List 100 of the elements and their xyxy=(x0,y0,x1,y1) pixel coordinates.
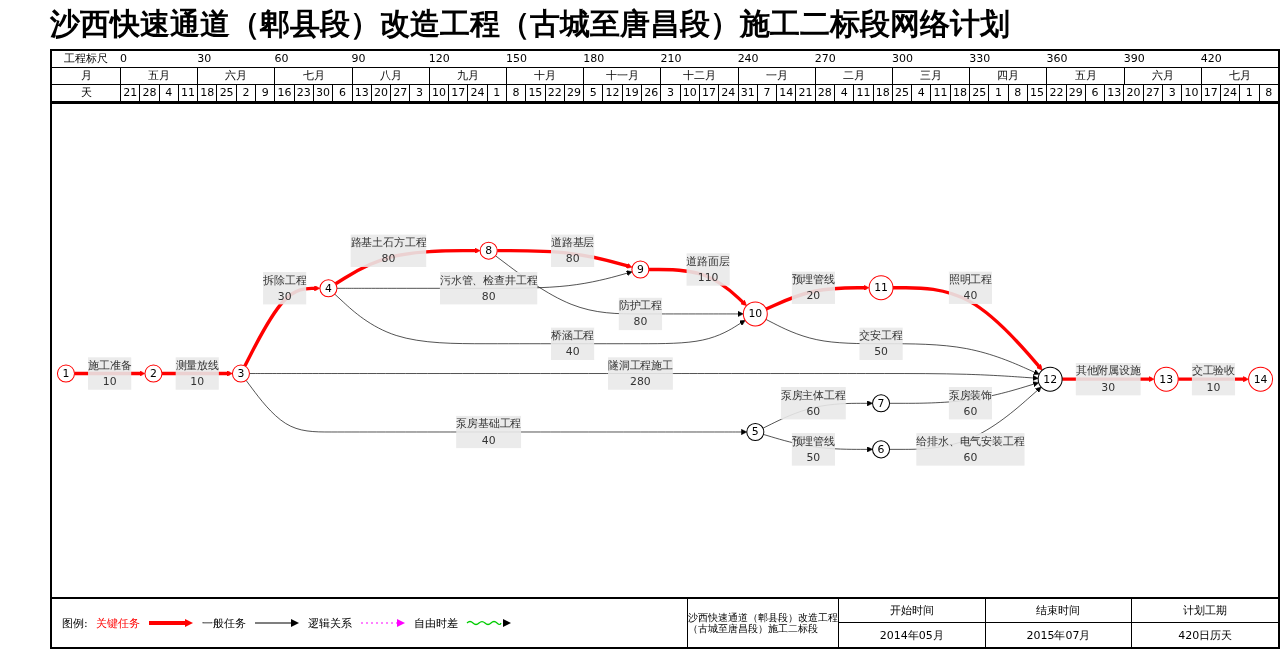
day-header: 11 xyxy=(930,85,950,101)
node-circle: 3 xyxy=(231,364,250,384)
month-header: 三月 xyxy=(892,68,970,84)
day-header: 4 xyxy=(158,85,178,101)
day-header: 11 xyxy=(177,85,198,101)
edge-label: 泵房主体工程 60 xyxy=(780,388,846,419)
table-value: 2015年07月 xyxy=(984,623,1132,647)
day-header: 5 xyxy=(583,85,603,101)
edge-label: 桥涵工程 40 xyxy=(550,329,595,359)
day-header: 22 xyxy=(544,85,564,101)
legend-label: 自由时差 xyxy=(413,615,458,631)
day-header: 3 xyxy=(1162,85,1182,101)
day-header: 29 xyxy=(1065,85,1085,101)
edge-label: 拆除工程 30 xyxy=(263,273,307,304)
day-header: 27 xyxy=(390,85,410,101)
month-header: 七月 xyxy=(274,68,352,84)
row-header: 工程标尺 xyxy=(63,51,109,67)
legend-label: 逻辑关系 xyxy=(307,615,352,631)
day-header: 17 xyxy=(698,85,719,101)
day-header: 3 xyxy=(660,85,680,101)
edge-label: 泵房装饰 60 xyxy=(948,388,993,419)
column-header: 开始时间 xyxy=(838,599,985,623)
day-header: 10 xyxy=(428,85,449,101)
scale-tick: 360 xyxy=(1046,51,1069,67)
month-header: 十一月 xyxy=(583,68,661,84)
day-header: 24 xyxy=(718,85,738,101)
day-header: 4 xyxy=(911,85,931,101)
node-circle: 4 xyxy=(319,279,338,298)
day-header: 29 xyxy=(563,85,584,101)
column-header: 结束时间 xyxy=(984,599,1132,623)
project-name: 沙西快速通道（郫县段）改造工程（古城至唐昌段）施工二标段 xyxy=(688,611,838,636)
edge-label: 污水管、检查井工程 80 xyxy=(439,273,538,304)
month-header: 六月 xyxy=(197,68,275,84)
day-header: 27 xyxy=(1142,85,1163,101)
day-header: 25 xyxy=(891,85,912,101)
day-header: 21 xyxy=(120,85,140,101)
edge-label: 隧洞工程施工 280 xyxy=(607,359,673,389)
day-header: 20 xyxy=(370,85,391,101)
legend-label: 一般任务 xyxy=(201,615,246,631)
node-circle: 8 xyxy=(479,242,498,261)
edge-label: 其他附属设施 30 xyxy=(1075,364,1141,394)
day-header: 18 xyxy=(872,85,892,101)
day-header: 7 xyxy=(756,85,777,101)
day-header: 8 xyxy=(505,85,526,101)
day-header: 1 xyxy=(1239,85,1259,101)
month-header: 八月 xyxy=(351,68,429,84)
table-value: 420日历天 xyxy=(1131,623,1278,647)
day-header: 28 xyxy=(814,85,834,101)
month-header: 四月 xyxy=(969,68,1047,84)
month-header: 七月 xyxy=(1200,68,1279,84)
day-header: 2 xyxy=(235,85,256,101)
scale-tick: 330 xyxy=(969,51,992,67)
node-circle: 1 xyxy=(56,364,75,384)
month-header: 十月 xyxy=(506,68,584,84)
day-header: 17 xyxy=(448,85,468,101)
day-header: 28 xyxy=(139,85,159,101)
day-header: 13 xyxy=(1104,85,1124,101)
month-header: 五月 xyxy=(120,68,198,84)
node-circle: 10 xyxy=(742,301,768,327)
scale-tick: 60 xyxy=(274,51,290,67)
day-header: 19 xyxy=(621,85,641,101)
month-header: 六月 xyxy=(1123,68,1201,84)
month-header: 二月 xyxy=(814,68,893,84)
node-circle: 7 xyxy=(872,394,891,413)
day-header: 1 xyxy=(988,85,1008,101)
edge-label: 给排水、电气安装工程 60 xyxy=(916,434,1025,465)
edge-label: 交工验收 10 xyxy=(1191,364,1236,394)
day-header: 10 xyxy=(1181,85,1201,101)
scale-tick: 270 xyxy=(814,51,837,67)
edge-label: 照明工程 40 xyxy=(948,273,993,303)
day-header: 18 xyxy=(949,85,970,101)
day-header: 22 xyxy=(1046,85,1066,101)
day-header: 26 xyxy=(641,85,661,101)
month-header: 五月 xyxy=(1046,68,1124,84)
day-header: 12 xyxy=(602,85,622,101)
day-header: 11 xyxy=(853,85,873,101)
day-header: 6 xyxy=(1084,85,1105,101)
day-header: 30 xyxy=(312,85,333,101)
scale-tick: 390 xyxy=(1123,51,1146,67)
scale-tick: 240 xyxy=(737,51,760,67)
month-header: 九月 xyxy=(428,68,506,84)
day-header: 13 xyxy=(351,85,371,101)
scale-tick: 30 xyxy=(197,51,213,67)
scale-tick: 150 xyxy=(506,51,528,67)
edge-label: 路基土石方工程 80 xyxy=(350,236,427,266)
edge-label: 防护工程 80 xyxy=(618,299,663,329)
scale-tick: 0 xyxy=(120,51,128,67)
day-header: 1 xyxy=(486,85,506,101)
edge-label: 预埋管线 50 xyxy=(791,434,835,465)
row-header: 月 xyxy=(79,68,93,84)
scale-tick: 300 xyxy=(892,51,915,67)
day-header: 6 xyxy=(332,85,352,101)
table-value: 2014年05月 xyxy=(838,623,985,647)
day-header: 4 xyxy=(834,85,854,101)
day-header: 20 xyxy=(1123,85,1143,101)
day-header: 21 xyxy=(795,85,815,101)
column-header: 计划工期 xyxy=(1131,599,1278,623)
day-header: 14 xyxy=(776,85,796,101)
day-header: 10 xyxy=(679,85,699,101)
edge-label: 道路面层 110 xyxy=(686,255,730,285)
